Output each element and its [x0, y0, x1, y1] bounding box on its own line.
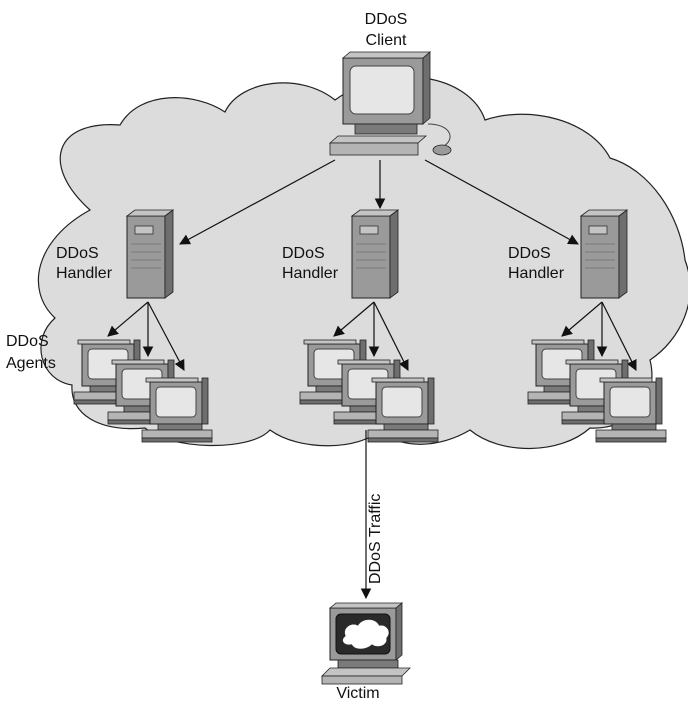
client-label-line1: DDoS — [365, 11, 408, 28]
handler-middle-server-icon — [351, 209, 399, 299]
agents-label-line1: DDoS — [6, 333, 49, 350]
handler-middle-label-line2: Handler — [282, 265, 339, 282]
client-label-line2: Client — [366, 32, 407, 49]
arrow-handler-middle-to-agent-3 — [373, 301, 409, 371]
victim-workstation-icon — [321, 602, 411, 685]
handler-right-server-icon — [580, 209, 628, 299]
arrow-handler-right-to-agent-1 — [561, 301, 603, 337]
arrow-handler-middle-to-agent-1 — [333, 301, 375, 337]
victim-label: Victim — [336, 685, 379, 702]
victim-cloud-icon — [342, 619, 389, 649]
arrow-handler-right-to-agent-3 — [601, 301, 637, 371]
handler-right-label-line2: Handler — [508, 265, 565, 282]
arrow-client-to-handler-right — [424, 159, 579, 245]
arrow-handler-left-to-agent-3 — [147, 301, 185, 371]
traffic-label: DDoS Traffic — [367, 494, 384, 584]
handler-right-label-line1: DDoS — [508, 245, 551, 262]
handler-left-server-icon — [126, 209, 174, 299]
handler-left-label-line2: Handler — [56, 265, 113, 282]
client-workstation-icon — [328, 51, 452, 156]
agents-label-line2: Agents — [6, 355, 56, 372]
handler-middle-label-line1: DDoS — [282, 245, 325, 262]
arrow-client-to-handler-left — [179, 159, 336, 245]
arrow-handler-left-to-agent-1 — [107, 301, 149, 337]
handler-left-label-line1: DDoS — [56, 245, 99, 262]
